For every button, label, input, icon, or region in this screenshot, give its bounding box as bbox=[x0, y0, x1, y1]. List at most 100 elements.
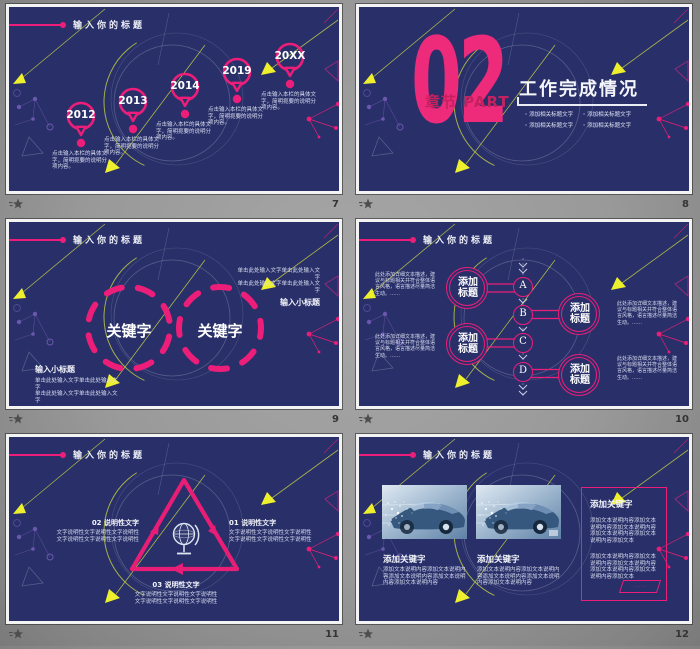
bullet-item: ·添加相关标题文字 bbox=[525, 123, 574, 129]
section-chapter-label: 章节 PART bbox=[425, 93, 510, 111]
keyword-panel: 添加关键字 添加文本说明内容添加文本说明内容添加文本说明内容添加文本说明内容添加… bbox=[581, 487, 667, 601]
flow-node: B bbox=[513, 305, 533, 325]
panel-paragraph: 添加文本说明内容添加文本说明内容添加文本说明内容添加文本说明内容添加文本说明内容… bbox=[590, 518, 657, 544]
card-desc: 添加文本说明内容添加文本说明内容添加文本说明内容添加文本说明内容添加文本说明内容 bbox=[383, 567, 466, 586]
header-line bbox=[359, 453, 411, 456]
slide-number: 7 bbox=[332, 198, 339, 210]
slide-title: 输入你的标题 bbox=[73, 236, 146, 246]
cycle-item-text: 文字说明性文字说明性文字说明性 bbox=[229, 536, 312, 543]
header-dot-icon bbox=[410, 451, 416, 458]
slide-footer: 11 bbox=[6, 624, 342, 644]
bullet-icon: · bbox=[525, 112, 528, 118]
slide-cell-8: 02 章节 PART 工作完成情况 ·添加相关标题文字 ·添加相关标题文字 ·添… bbox=[355, 3, 694, 219]
flow-node: C bbox=[513, 333, 533, 353]
slide-thumbnail-12[interactable]: 输入你的标题 添加关键字 添加关键字 添加文本说明内容添加文本说明内容添加文本说… bbox=[355, 433, 693, 625]
node-letter: B bbox=[519, 308, 527, 319]
header-line bbox=[9, 23, 61, 26]
bullet-icon: · bbox=[583, 112, 586, 118]
header-dot-icon bbox=[60, 236, 66, 243]
step-desc: 此处添加详细文本描述，建议与标题相关并符合整体语言风格，语言描述尽量简洁生动。…… bbox=[617, 301, 678, 326]
slide-footer: 8 bbox=[356, 194, 692, 214]
title-circle: 添加标题 bbox=[446, 267, 488, 309]
slide-cell-9: 输入你的标题 关键字 关键字 单击此处输入文字单击此处输入文字 单击此处输入文字… bbox=[5, 218, 344, 434]
slide-number: 12 bbox=[675, 628, 689, 640]
keyword-label: 关键字 bbox=[106, 322, 152, 340]
transition-star-icon[interactable] bbox=[359, 628, 373, 640]
cycle-item-01: 01 说明性文字 文字说明性文字说明性文字说明性 文字说明性文字说明性文字说明性 bbox=[229, 518, 315, 543]
slide-thumbnail-10[interactable]: 输入你的标题 A B C D 添加标题 添加标题 添加标题 添加标题 此处添加详… bbox=[355, 218, 693, 410]
slide-header: 输入你的标题 bbox=[9, 448, 145, 461]
node-letter: C bbox=[519, 336, 527, 347]
slide-cell-12: 输入你的标题 添加关键字 添加关键字 添加文本说明内容添加文本说明内容添加文本说… bbox=[355, 433, 694, 649]
slide-number: 11 bbox=[325, 628, 339, 640]
timeline-desc: 点击输入本栏的具体文字，简明扼要的说明分项内容。 bbox=[104, 137, 160, 156]
cycle-item-title: 03 说明性文字 bbox=[152, 581, 200, 589]
flow-node: A bbox=[513, 277, 533, 297]
slide-header: 输入你的标题 bbox=[359, 448, 495, 461]
note-text: 单击此处输入文字单击此处输入文字 bbox=[237, 268, 320, 281]
slide-thumbnail-8[interactable]: 02 章节 PART 工作完成情况 ·添加相关标题文字 ·添加相关标题文字 ·添… bbox=[355, 3, 693, 195]
bullet-item: ·添加相关标题文字 bbox=[583, 123, 632, 129]
bullet-icon: · bbox=[583, 123, 586, 129]
slide-header: 输入你的标题 bbox=[9, 18, 145, 31]
circle-label: 添加标题 bbox=[570, 364, 590, 386]
slide-number: 9 bbox=[332, 413, 339, 425]
section-heading: 工作完成情况 bbox=[519, 79, 639, 100]
slide-thumbnail-11[interactable]: 输入你的标题 01 说明性文字 文字说明性文字说明性文字说明性 文字说明性文字说… bbox=[5, 433, 343, 625]
cycle-item-02: 02 说明性文字 文字说明性文字说明性文字说明性 文字说明性文字说明性文字说明性 bbox=[49, 518, 139, 543]
transition-star-icon[interactable] bbox=[359, 198, 373, 210]
step-desc: 此处添加详细文本描述，建议与标题相关并符合整体语言风格，语言描述尽量简洁生动。…… bbox=[617, 356, 678, 381]
car-photo bbox=[382, 485, 467, 539]
transition-star-icon[interactable] bbox=[9, 628, 23, 640]
header-dot-icon bbox=[60, 21, 66, 28]
timeline-desc: 点击输入本栏的具体文字，简明扼要的说明分项内容。 bbox=[208, 107, 264, 126]
slide-cell-11: 输入你的标题 01 说明性文字 文字说明性文字说明性文字说明性 文字说明性文字说… bbox=[5, 433, 344, 649]
title-circle: 添加标题 bbox=[558, 293, 600, 335]
heading-underline bbox=[517, 104, 647, 106]
keyword-label: 关键字 bbox=[197, 322, 243, 340]
cycle-item-title: 02 说明性文字 bbox=[91, 519, 139, 527]
slide-title: 输入你的标题 bbox=[73, 451, 146, 461]
circle-label: 添加标题 bbox=[458, 333, 478, 355]
card-keyword: 添加关键字 bbox=[383, 555, 426, 565]
transition-star-icon[interactable] bbox=[9, 413, 23, 425]
slide-thumbnail-7[interactable]: 输入你的标题 2012 点击输入本栏的具体文字，简明扼要的说明分项内容。 201… bbox=[5, 3, 343, 195]
timeline-desc: 点击输入本栏的具体文字，简明扼要的说明分项内容。 bbox=[261, 92, 317, 111]
car-image bbox=[382, 485, 467, 539]
node-letter: A bbox=[519, 280, 527, 291]
slide-footer: 12 bbox=[356, 624, 692, 644]
timeline-year: 2012 bbox=[66, 109, 96, 121]
transition-star-icon[interactable] bbox=[9, 198, 23, 210]
header-line bbox=[9, 453, 61, 456]
note-text: 单击此处输入文字单击此处输入文字 bbox=[237, 281, 320, 294]
cycle-item-title: 01 说明性文字 bbox=[229, 519, 277, 527]
slide-header: 输入你的标题 bbox=[359, 233, 495, 246]
slide-cell-10: 输入你的标题 A B C D 添加标题 添加标题 添加标题 添加标题 此处添加详… bbox=[355, 218, 694, 434]
slide-thumbnail-9[interactable]: 输入你的标题 关键字 关键字 单击此处输入文字单击此处输入文字 单击此处输入文字… bbox=[5, 218, 343, 410]
bullet-item: ·添加相关标题文字 bbox=[583, 112, 632, 118]
slide-number: 8 bbox=[682, 198, 689, 210]
slide-footer: 9 bbox=[6, 409, 342, 429]
timeline-year: 2013 bbox=[118, 95, 148, 107]
more-button-label: ····· bbox=[633, 583, 647, 590]
cycle-item-03: 03 说明性文字 文字说明性文字说明性文字说明性 文字说明性文字说明性文字说明性 bbox=[124, 580, 228, 605]
timeline-year: 2019 bbox=[222, 65, 252, 77]
timeline-desc: 点击输入本栏的具体文字，简明扼要的说明分项内容。 bbox=[156, 122, 212, 141]
car-photo bbox=[476, 485, 561, 539]
panel-paragraph: 添加文本说明内容添加文本说明内容添加文本说明内容添加文本说明内容添加文本说明内容… bbox=[590, 554, 657, 580]
slide-footer: 7 bbox=[6, 194, 342, 214]
header-dot-icon bbox=[60, 451, 66, 458]
header-dot-icon bbox=[410, 236, 416, 243]
note-subtitle: 输入小标题 bbox=[35, 365, 75, 374]
header-line bbox=[9, 238, 61, 241]
more-button[interactable]: ····· bbox=[618, 580, 662, 593]
step-desc: 此处添加详细文本描述，建议与标题相关并符合整体语言风格，语言描述尽量简洁生动。…… bbox=[375, 272, 436, 297]
circle-label: 添加标题 bbox=[570, 303, 590, 325]
timeline-item: 2013 点击输入本栏的具体文字，简明扼要的说明分项内容。 bbox=[104, 87, 162, 156]
slide-footer: 10 bbox=[356, 409, 692, 429]
note-top: 单击此处输入文字单击此处输入文字 单击此处输入文字单击此处输入文字 输入小标题 bbox=[234, 268, 320, 308]
transition-star-icon[interactable] bbox=[359, 413, 373, 425]
photo-watermark bbox=[549, 530, 558, 536]
timeline-year: 20XX bbox=[274, 50, 306, 62]
